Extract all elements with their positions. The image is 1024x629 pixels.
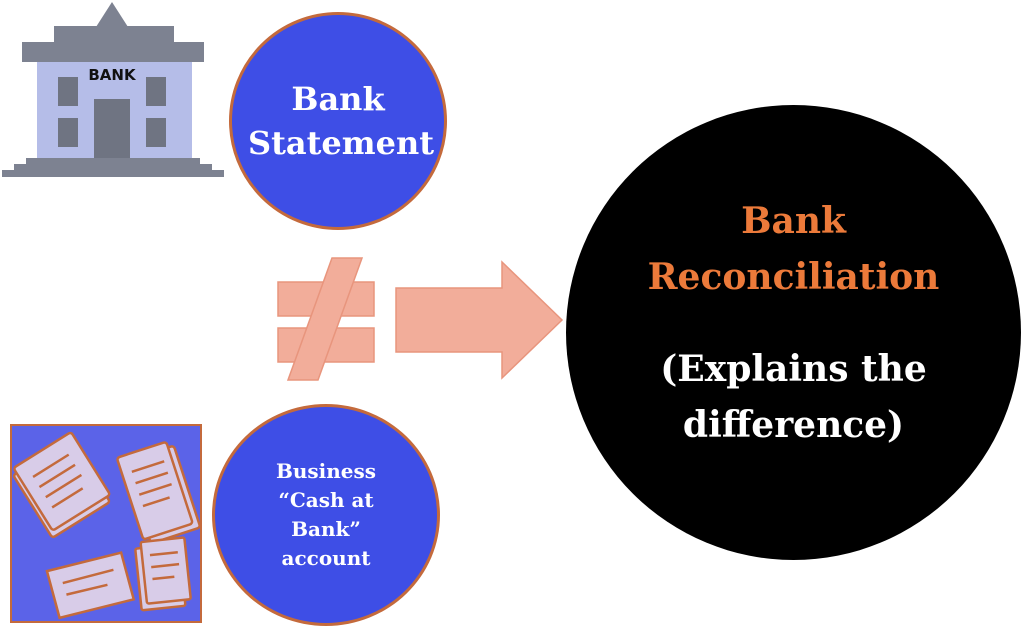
bank-statement-circle: Bank Statement bbox=[229, 12, 447, 230]
bank-sign-label: BANK bbox=[88, 66, 136, 84]
documents-panel bbox=[10, 424, 202, 623]
bank-reconciliation-circle: Bank Reconciliation (Explains the differ… bbox=[566, 105, 1021, 560]
not-equal-icon bbox=[277, 257, 375, 381]
right-arrow-icon bbox=[395, 260, 564, 380]
documents-pile-icon bbox=[13, 431, 201, 620]
business-cash-at-bank-circle: Business “Cash at Bank” account bbox=[212, 404, 440, 626]
bank-statement-label: Bank Statement bbox=[248, 80, 435, 162]
business-account-label: Business “Cash at Bank” account bbox=[275, 459, 377, 570]
reconciliation-subtitle: (Explains the difference) bbox=[660, 347, 927, 446]
bank-building-icon bbox=[2, 2, 224, 177]
reconciliation-title: Bank Reconciliation bbox=[647, 199, 940, 298]
